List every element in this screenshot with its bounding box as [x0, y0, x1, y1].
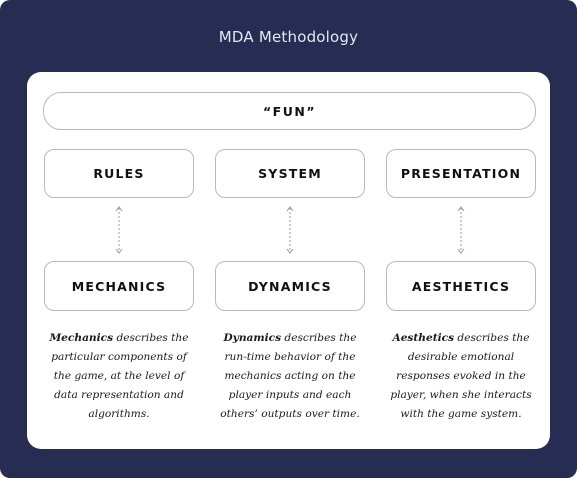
dynamics-description: Dynamics describes the run-time behavior… — [215, 329, 365, 424]
dynamics-term: Dynamics — [223, 332, 282, 344]
aesthetics-description: Aesthetics describes the desirable emoti… — [386, 329, 536, 424]
rules-box: RULES — [44, 149, 194, 198]
presentation-box: PRESENTATION — [386, 149, 536, 198]
presentation-aesthetics-arrow — [457, 206, 465, 254]
dynamics-description-text: describes the run-time behavior of the m… — [220, 332, 360, 420]
system-dynamics-arrow — [286, 206, 294, 254]
mechanics-term: Mechanics — [49, 332, 114, 344]
aesthetics-box: AESTHETICS — [386, 261, 536, 311]
diagram-card: “FUN” RULES SYSTEM PRESENTATION MECHANIC… — [27, 72, 550, 449]
mechanics-box: MECHANICS — [44, 261, 194, 311]
aesthetics-term: Aesthetics — [392, 332, 455, 344]
rules-mechanics-arrow — [115, 206, 123, 254]
fun-box: “FUN” — [43, 92, 536, 130]
mechanics-description: Mechanics describes the particular compo… — [44, 329, 194, 424]
aesthetics-description-text: describes the desirable emotional respon… — [390, 332, 532, 420]
system-box: SYSTEM — [215, 149, 365, 198]
mechanics-description-text: describes the particular components of t… — [51, 332, 189, 420]
diagram-title: MDA Methodology — [218, 28, 359, 46]
dynamics-box: DYNAMICS — [215, 261, 365, 311]
